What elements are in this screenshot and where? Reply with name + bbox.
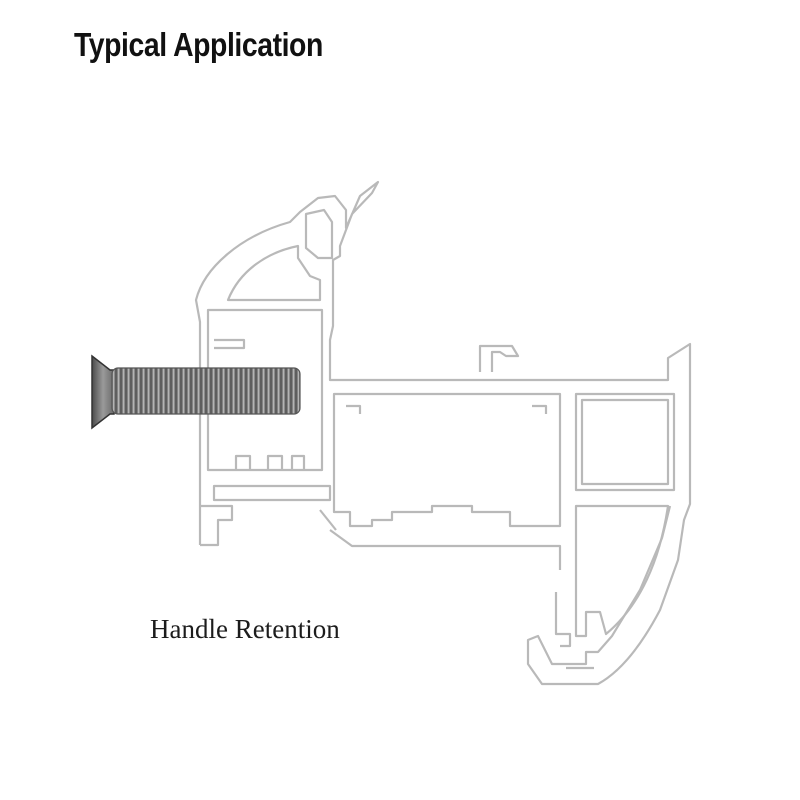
- screw-head: [91, 354, 115, 430]
- screw-shank: [111, 367, 301, 415]
- countersunk-screw: [91, 354, 301, 430]
- caption-handle-retention: Handle Retention: [150, 614, 340, 644]
- diagram-title: Typical Application: [74, 26, 323, 63]
- profile-outline: [194, 180, 692, 686]
